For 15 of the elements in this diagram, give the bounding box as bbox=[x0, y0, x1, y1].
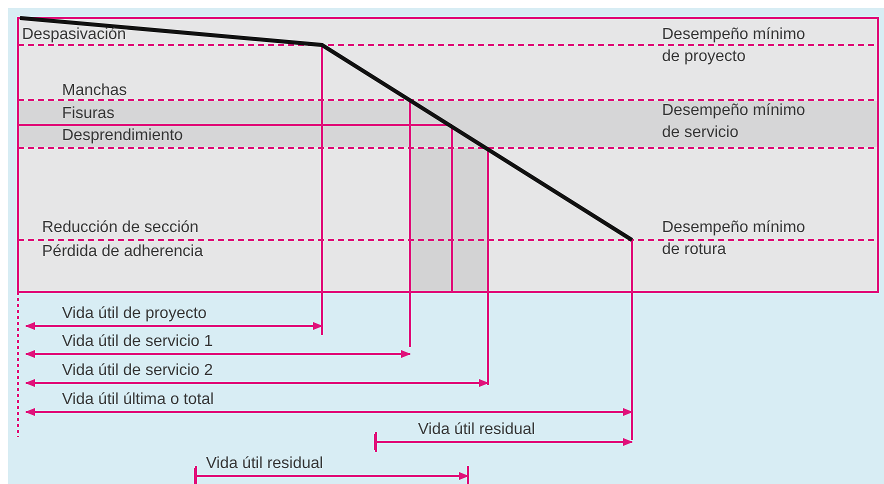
label-text: Vida útil última o total bbox=[62, 390, 215, 410]
label-text: Desempeño mínimo de proyecto bbox=[662, 25, 806, 67]
label-text: Fisuras bbox=[62, 104, 116, 124]
label-text: Vida útil de servicio 1 bbox=[62, 332, 214, 352]
label-text: Manchas bbox=[62, 81, 128, 101]
label-text: Vida útil de proyecto bbox=[62, 304, 208, 324]
label-text: Vida útil residual bbox=[418, 420, 536, 440]
label-text: Vida útil residual bbox=[206, 454, 324, 474]
label-text: Vida útil de servicio 2 bbox=[62, 361, 214, 381]
label-text: Desempeño mínimo de servicio bbox=[662, 101, 806, 143]
label-text: Despasivación bbox=[22, 25, 128, 45]
label-text: Desempeño mínimo de rotura bbox=[662, 218, 806, 260]
label-text: Pérdida de adherencia bbox=[42, 242, 204, 262]
label-text: Desprendimiento bbox=[62, 126, 184, 146]
label-text: Reducción de sección bbox=[42, 218, 200, 238]
